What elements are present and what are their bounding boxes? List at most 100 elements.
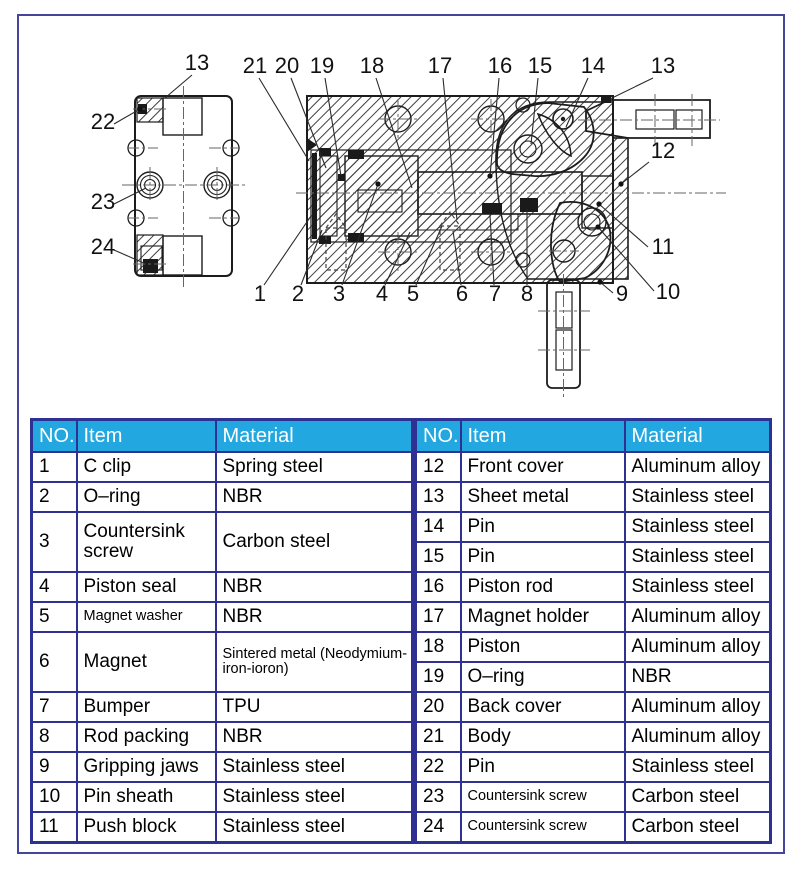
- callout-leader-12: [620, 161, 650, 185]
- table-cell-no: 14: [414, 511, 462, 543]
- table-cell-item: Push block: [75, 811, 217, 843]
- callout-label-15: 15: [528, 53, 552, 78]
- table-cell-no: 24: [414, 811, 462, 843]
- callout-leader-22: [113, 108, 141, 125]
- table-cell-material: Carbon steel: [623, 811, 772, 843]
- table-cell-material: Stainless steel: [623, 571, 772, 603]
- table-cell-material: Aluminum alloy: [623, 601, 772, 633]
- callout-leader-2: [300, 229, 323, 286]
- callout-leader-9: [599, 281, 614, 294]
- table-cell-item: Pin: [459, 511, 626, 543]
- callout-label-14: 14: [581, 53, 605, 78]
- callout-label-24: 24: [91, 234, 115, 259]
- callout-label-17: 17: [428, 53, 452, 78]
- callout-leader-21: [258, 77, 310, 162]
- table-cell-material: Aluminum alloy: [623, 451, 772, 483]
- table-cell-material: Aluminum alloy: [623, 691, 772, 723]
- callout-label-20: 20: [275, 53, 299, 78]
- table-cell-item: Sheet metal: [459, 481, 626, 513]
- table-cell-material: Stainless steel: [623, 751, 772, 783]
- callout-label-19: 19: [310, 53, 334, 78]
- table-cell-item: Rod packing: [75, 721, 217, 753]
- table-cell-no: 13: [414, 481, 462, 513]
- callout-dot-12: [618, 181, 624, 187]
- callout-label-13: 13: [651, 53, 675, 78]
- table-cell-no: 20: [414, 691, 462, 723]
- table-cell-material: TPU: [214, 691, 414, 723]
- callout-leader-10: [597, 226, 655, 292]
- table-cell-no: 19: [414, 661, 462, 693]
- table-cell-no: 21: [414, 721, 462, 753]
- callout-dot-11: [596, 201, 602, 207]
- table-cell-no: 1: [30, 451, 78, 483]
- callout-label-9: 9: [616, 281, 628, 306]
- table-cell-no: 12: [414, 451, 462, 483]
- callout-label-12: 12: [651, 138, 675, 163]
- table-cell-material: Stainless steel: [623, 541, 772, 573]
- side-view: [122, 86, 245, 288]
- callout-label-18: 18: [360, 53, 384, 78]
- table-cell-no: 2: [30, 481, 78, 513]
- callout-leader-24: [113, 249, 147, 265]
- callout-label-3: 3: [333, 281, 345, 306]
- callout-leader-15: [530, 77, 539, 145]
- table-cell-no: 18: [414, 631, 462, 663]
- callout-leader-4: [384, 231, 411, 286]
- table-cell-item: Bumper: [75, 691, 217, 723]
- table-cell-item: O–ring: [75, 481, 217, 513]
- table-cell-material: Carbon steel: [214, 511, 414, 573]
- table-cell-material: Carbon steel: [623, 781, 772, 813]
- callout-label-5: 5: [407, 281, 419, 306]
- callout-dot-22: [137, 106, 143, 112]
- table-cell-item: Countersink screw: [459, 811, 626, 843]
- table-cell-item: Magnet holder: [459, 601, 626, 633]
- table-cell-no: 6: [30, 631, 78, 693]
- callout-leader-11: [598, 203, 649, 248]
- callout-leader-18: [375, 77, 413, 189]
- hidden-screws: [325, 210, 461, 271]
- table-cell-item: Piston: [459, 631, 626, 663]
- callout-leader-23: [113, 187, 147, 205]
- table-cell-no: 15: [414, 541, 462, 573]
- table-cell-material: Sintered metal (Neodymium-iron-ioron): [214, 631, 414, 693]
- callout-label-16: 16: [488, 53, 512, 78]
- table-cell-no: 10: [30, 781, 78, 813]
- callout-leader-7: [489, 214, 495, 286]
- section-view: [296, 94, 726, 398]
- table-cell-item: Pin: [459, 541, 626, 573]
- table-cell-material: Aluminum alloy: [623, 631, 772, 663]
- table-cell-material: Stainless steel: [623, 511, 772, 543]
- table-cell-no: 4: [30, 571, 78, 603]
- callout-leader-6: [452, 230, 462, 286]
- table-cell-material: NBR: [623, 661, 772, 693]
- callout-dot-10: [595, 224, 601, 230]
- callout-label-7: 7: [489, 281, 501, 306]
- callout-label-10: 10: [656, 279, 680, 304]
- callout-dot-3: [375, 181, 381, 187]
- callout-leader-14: [565, 77, 589, 128]
- table-cell-item: Pin sheath: [75, 781, 217, 813]
- table-cell-item: Body: [459, 721, 626, 753]
- table-cell-no: 17: [414, 601, 462, 633]
- column-header: Item: [459, 418, 626, 453]
- table-cell-no: 9: [30, 751, 78, 783]
- column-header: NO.: [414, 418, 462, 453]
- table-cell-item: Back cover: [459, 691, 626, 723]
